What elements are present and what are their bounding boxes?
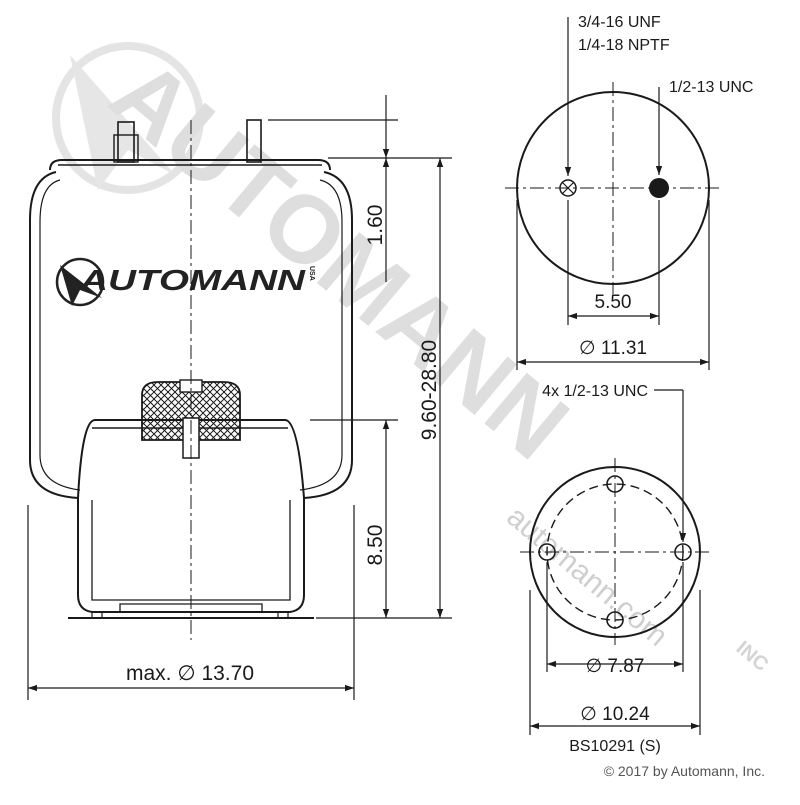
bolt-label: 4x 1/2-13 UNC: [542, 383, 648, 400]
mount-stud: [246, 119, 262, 163]
stud-label: 1/2-13 UNC: [669, 79, 753, 96]
dim-max-diameter: max. ∅ 13.70: [126, 662, 254, 685]
part-number: BS10291 (S): [569, 738, 661, 755]
watermark-inc: INC: [732, 637, 773, 676]
dim-piston-height: 8.50: [364, 525, 387, 566]
logo-ring-icon: [55, 257, 105, 307]
watermark-ring: [52, 42, 204, 194]
air-fitting-hex: [113, 134, 139, 163]
bead-plate: [49, 159, 331, 171]
brand-logo: AUTOMANN USA: [55, 257, 315, 307]
bellows-right-inner: [299, 179, 343, 491]
logo-arrow-icon: [60, 265, 102, 306]
side-view: [29, 119, 353, 640]
piston-body: [77, 498, 305, 613]
logo-usa: USA: [308, 266, 315, 281]
air-port-cross: [561, 181, 575, 195]
bolt-hole-left-icon: [538, 543, 556, 561]
bottom-view: [520, 389, 710, 735]
bolt-hole-top-icon: [606, 475, 624, 493]
bellows-left-inner: [39, 179, 81, 491]
bumper: [141, 381, 241, 441]
side-view-dimensions: [27, 95, 452, 700]
base-bolt-left: [91, 611, 103, 619]
watermark: AUTOMANN INC automann.com: [52, 39, 773, 676]
logo-text: AUTOMANN: [79, 265, 307, 297]
bellows-left: [29, 171, 79, 499]
dim-top-diameter: ∅ 11.31: [579, 338, 647, 359]
dim-bolt-circle: ∅ 7.87: [586, 656, 645, 677]
copyright: © 2017 by Automann, Inc.: [604, 763, 765, 779]
dim-base-diameter: ∅ 10.24: [580, 704, 650, 725]
dim-upper-height: 1.60: [364, 205, 387, 246]
bolt-hole-bottom-icon: [606, 611, 624, 629]
port-label-line1: 3/4-16 UNF: [578, 14, 661, 31]
bolt-hole-right-icon: [674, 543, 692, 561]
base-bolt-right: [277, 611, 289, 619]
bellows-right: [303, 171, 353, 499]
dim-overall-height: 9.60-28.80: [418, 340, 441, 440]
port-label-line2: 1/4-18 NPTF: [578, 37, 670, 54]
top-view: [505, 17, 722, 370]
dim-spacing: 5.50: [595, 292, 632, 313]
air-port-icon: [559, 179, 577, 197]
stud-hole-icon: [649, 178, 669, 198]
